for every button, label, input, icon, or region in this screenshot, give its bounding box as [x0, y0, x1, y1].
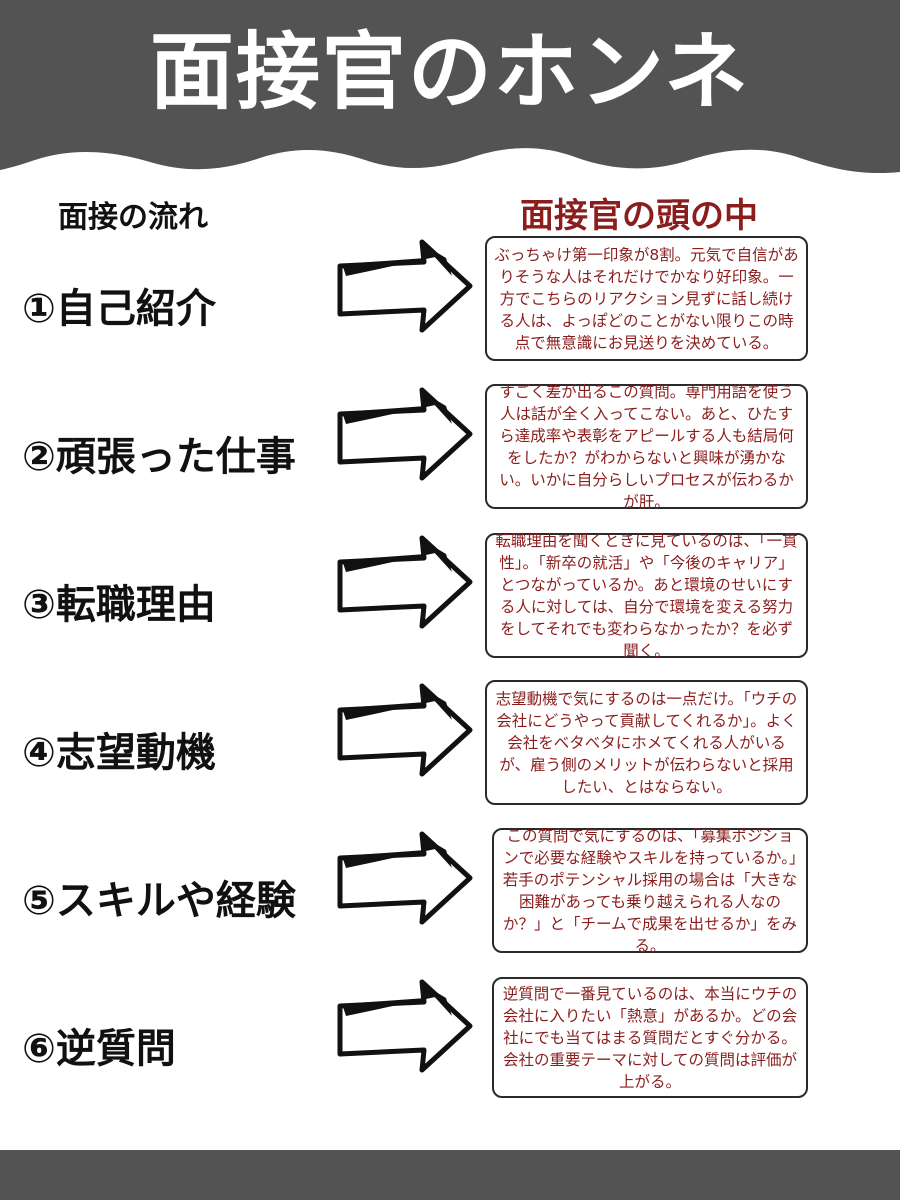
arrow-right-icon — [337, 535, 473, 629]
step-label-skills-experience: ⑤スキルや経験 — [22, 878, 296, 924]
comment-box-motivation: 志望動機で気にするのは一点だけ。「ウチの会社にどうやって貢献してくれるか」。よく… — [485, 680, 808, 805]
flow-heading: 面接の流れ — [58, 200, 208, 235]
comment-text: 逆質問で一番見ているのは、本当にウチの会社に入りたい「熱意」があるか。どの会社に… — [502, 984, 798, 1091]
footer-band — [0, 1150, 900, 1200]
step-label-self-intro: ①自己紹介 — [22, 286, 216, 332]
step-label-motivation: ④志望動機 — [22, 730, 216, 776]
page-title: 面接官のホンネ — [149, 23, 751, 121]
step-label-reason-for-change: ③転職理由 — [22, 582, 216, 628]
arrow-right-icon — [337, 683, 473, 777]
comment-box-hard-work: すごく差が出るこの質問。専門用語を使う人は話が全く入ってこない。あと、ひたすら達… — [485, 383, 808, 511]
header-wave-bg — [0, 0, 900, 174]
arrow-right-icon — [337, 387, 473, 481]
arrow-right-icon — [337, 979, 473, 1073]
comment-box-self-intro: ぶっちゃけ第一印象が8割。元気で自信がありそうな人はそれだけでかなり好印象。一方… — [485, 236, 808, 361]
step-label-reverse-question: ⑥逆質問 — [22, 1026, 176, 1072]
comment-text: すごく差が出るこの質問。専門用語を使う人は話が全く入ってこない。あと、ひたすら達… — [499, 382, 794, 511]
comment-text: 転職理由を聞くときに見ているのは、「一貫性」。「新卒の就活」や「今後のキャリア」… — [495, 531, 798, 660]
comment-box-reason-for-change: 転職理由を聞くときに見ているのは、「一貫性」。「新卒の就活」や「今後のキャリア」… — [485, 532, 808, 660]
comment-box-skills-experience: この質問で気にするのは、「募集ポジションで必要な経験やスキルを持っているか。」若… — [492, 827, 808, 955]
header-banner: 面接官のホンネ — [0, 0, 900, 185]
comment-text: この質問で気にするのは、「募集ポジションで必要な経験やスキルを持っているか。」若… — [502, 826, 798, 955]
step-label-hard-work: ②頑張った仕事 — [22, 434, 296, 480]
arrow-right-icon — [337, 831, 473, 925]
comment-box-reverse-question: 逆質問で一番見ているのは、本当にウチの会社に入りたい「熱意」があるか。どの会社に… — [492, 977, 808, 1098]
comment-text: ぶっちゃけ第一印象が8割。元気で自信がありそうな人はそれだけでかなり好印象。一方… — [494, 245, 799, 352]
interviewer-mind-heading: 面接官の頭の中 — [520, 196, 758, 236]
arrow-right-icon — [337, 239, 473, 333]
comment-text: 志望動機で気にするのは一点だけ。「ウチの会社にどうやって貢献してくれるか」。よく… — [495, 689, 798, 796]
